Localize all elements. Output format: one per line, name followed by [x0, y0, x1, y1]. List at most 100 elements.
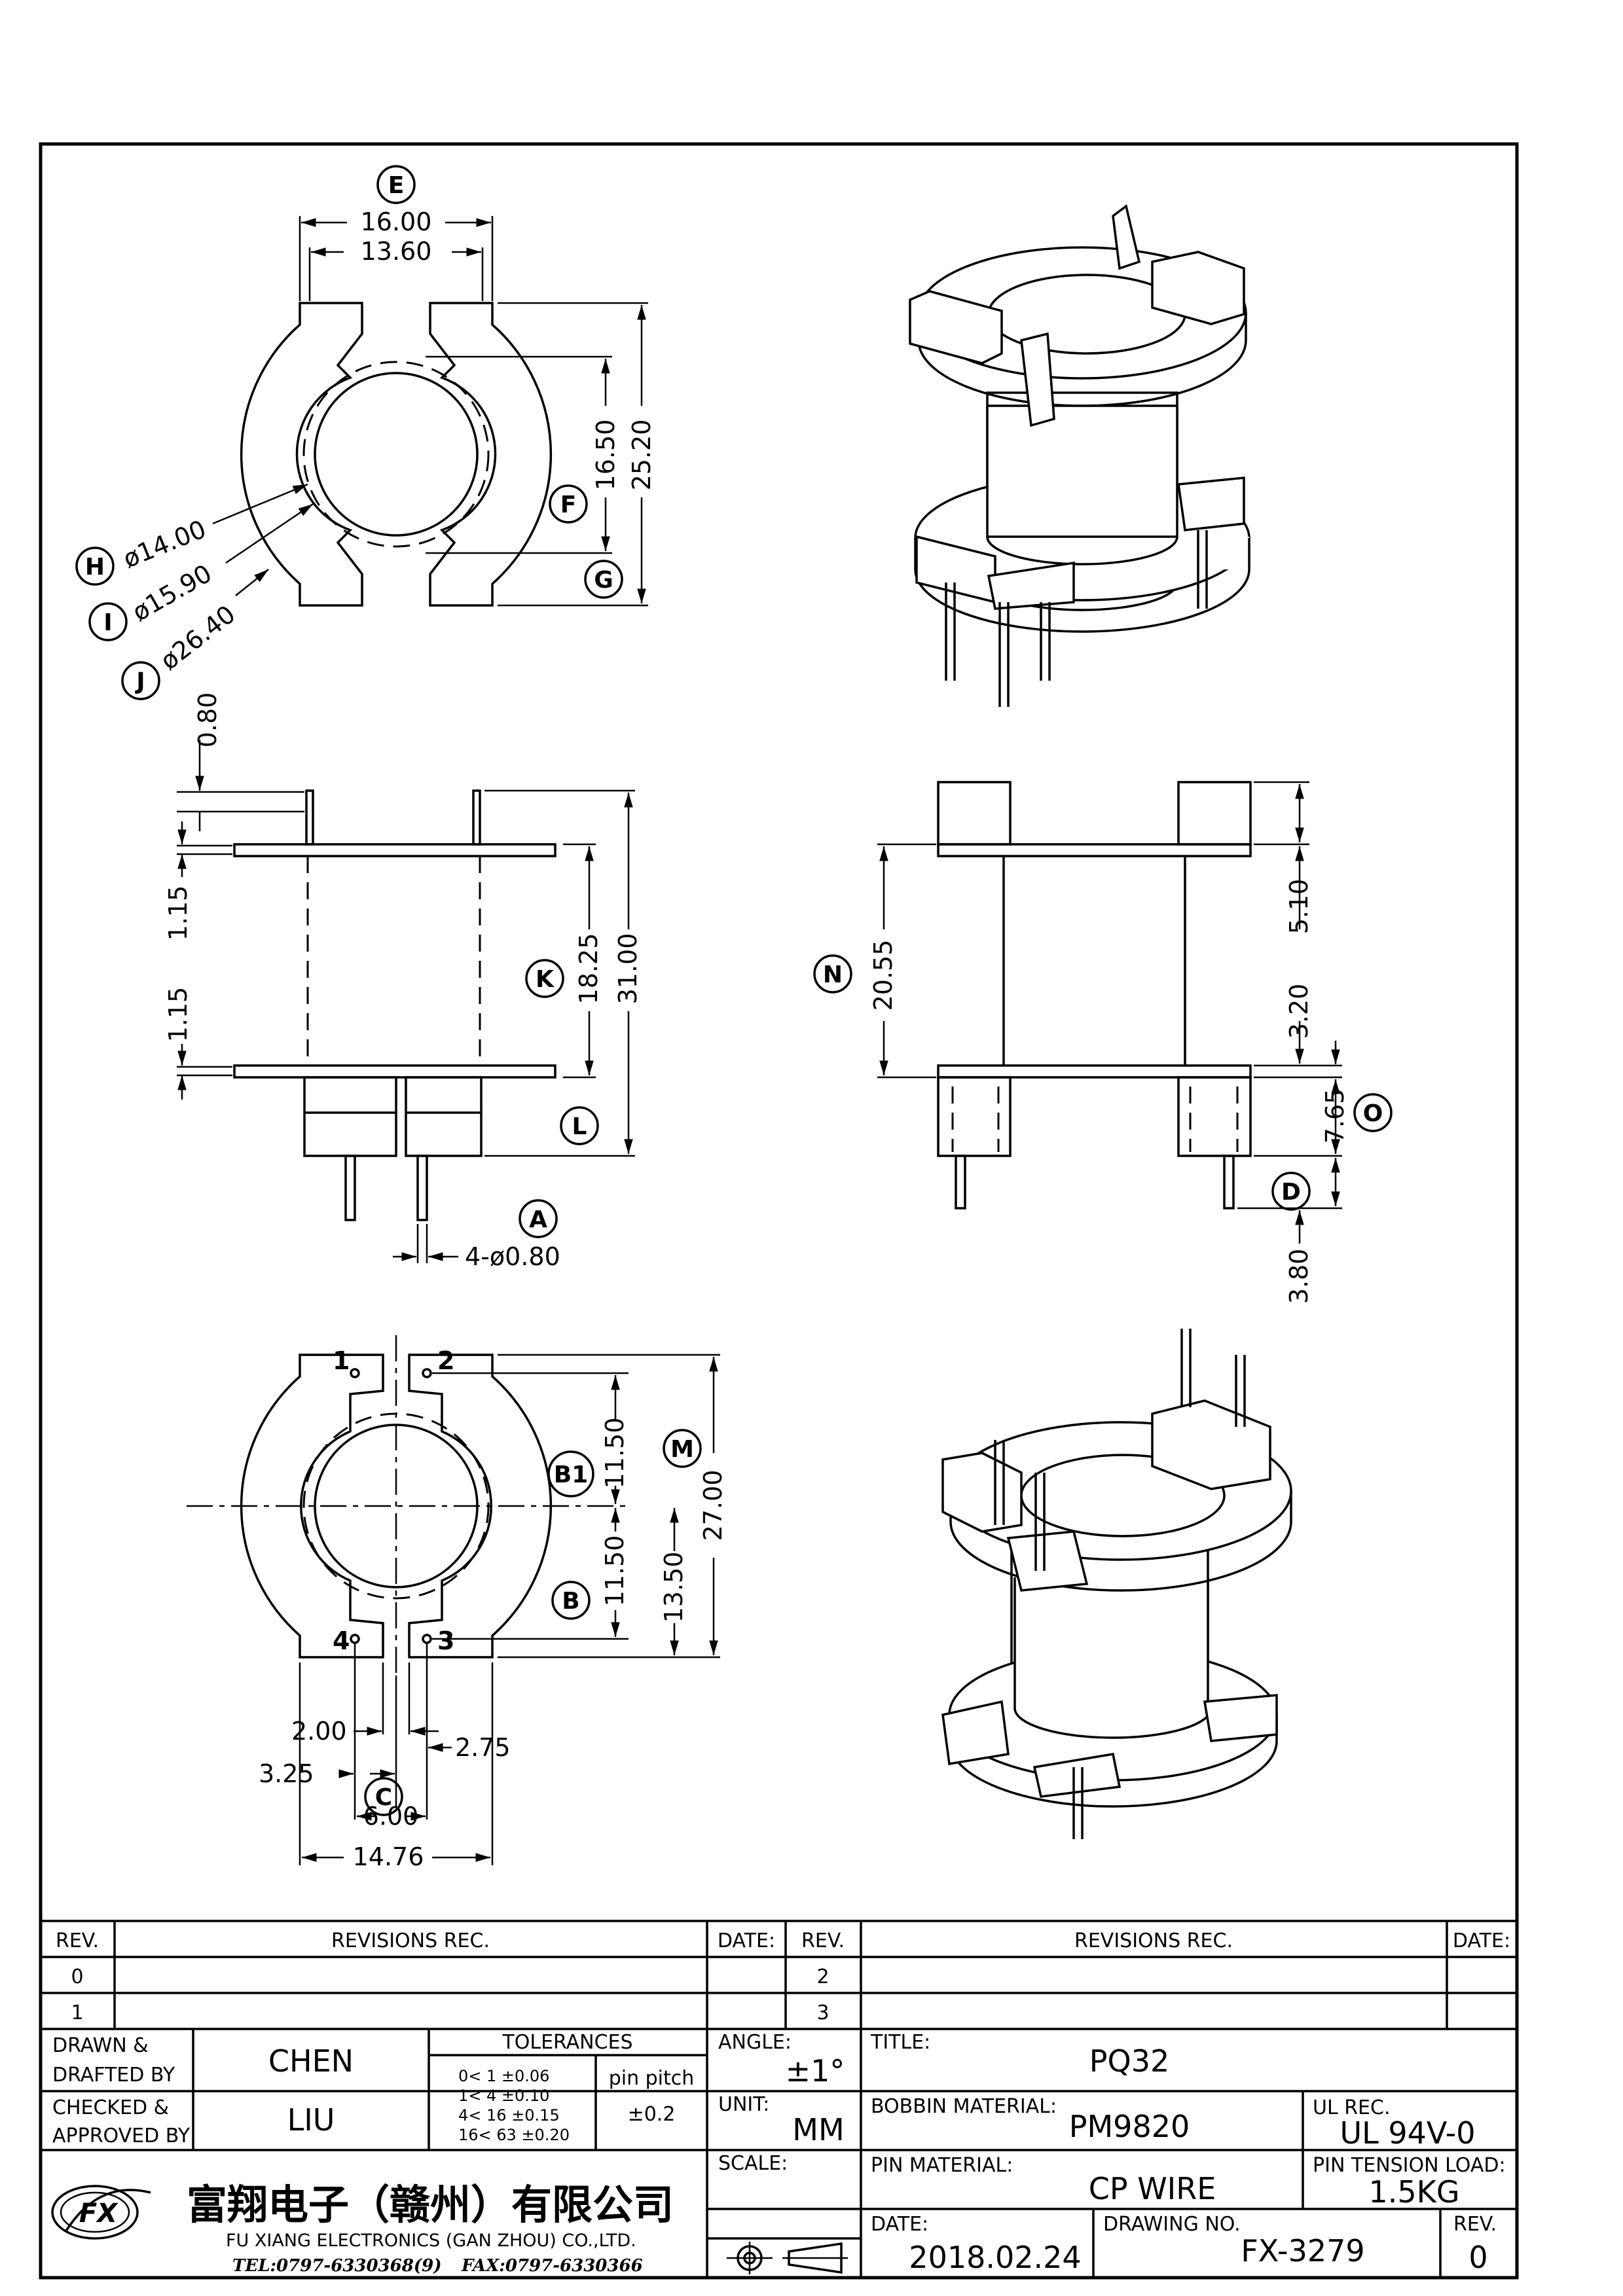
rev-header-right: REV. [801, 1929, 845, 1952]
dim-13-60: 13.60 [361, 237, 432, 266]
balloon-h: H [85, 554, 105, 581]
angle-value: ±1° [786, 2053, 845, 2089]
dim-pins: 4-ø0.80 [465, 1242, 560, 1271]
balloon-c: C [375, 1784, 392, 1811]
tolerance-row-1: 0< 1 ±0.06 [458, 2067, 549, 2085]
dim-25-20: 25.20 [627, 420, 656, 491]
side-view [813, 781, 1393, 1244]
tolerance-row-3: 4< 16 ±0.15 [458, 2106, 560, 2125]
pin-3-label: 3 [437, 1626, 454, 1655]
company-name-en: FU XIANG ELECTRONICS (GAN ZHOU) CO.,LTD. [226, 2231, 636, 2251]
angle-label: ANGLE: [718, 2031, 792, 2054]
pin-material-label: PIN MATERIAL: [871, 2154, 1013, 2177]
drawing-no-label: DRAWING NO. [1103, 2213, 1241, 2236]
top-view [75, 165, 648, 700]
company-logo-icon [51, 2185, 151, 2240]
balloon-k: K [536, 966, 555, 993]
dim-7-65: 7.65 [1321, 1088, 1349, 1144]
dim-20-55: 20.55 [869, 940, 898, 1011]
dim-2-00: 2.00 [291, 1717, 347, 1746]
balloon-j: J [134, 668, 145, 695]
dim-18-25: 18.25 [574, 933, 603, 1005]
dim-14-76: 14.76 [353, 1842, 424, 1871]
revisions-rec-header-left: REVISIONS REC. [331, 1929, 490, 1952]
balloon-b1: B1 [554, 1462, 589, 1488]
unit-value: MM [792, 2112, 844, 2147]
drawing-border [39, 142, 1519, 2280]
company-tel: TEL:0797-6330368(9) [232, 2256, 442, 2276]
rev-2: 2 [816, 1965, 829, 1988]
balloon-l: L [572, 1113, 587, 1140]
company-fax: FAX:0797-6330366 [461, 2256, 643, 2276]
rev-label: REV. [1453, 2213, 1497, 2236]
pin-pitch-label: pin pitch [609, 2067, 695, 2090]
dim-3-20: 3.20 [1285, 984, 1313, 1039]
dim-3-80: 3.80 [1285, 1249, 1313, 1304]
title-block-grid [41, 1920, 1517, 2278]
checked-label-2: APPROVED BY [52, 2125, 191, 2147]
balloon-a: A [529, 1206, 547, 1233]
balloon-m: M [670, 1436, 694, 1463]
dim-13-50: 13.50 [659, 1552, 688, 1623]
dim-11-50-top: 11.50 [600, 1418, 629, 1489]
dim-5-10: 5.10 [1285, 879, 1313, 935]
ul-rec-value: UL 94V-0 [1340, 2115, 1475, 2151]
front-view [177, 740, 635, 1263]
balloon-d: D [1281, 1179, 1301, 1206]
rev-header-left: REV. [56, 1929, 99, 1952]
unit-label: UNIT: [718, 2093, 769, 2116]
drawing-no-value: FX-3279 [1241, 2233, 1364, 2269]
bobbin-material-label: BOBBIN MATERIAL: [871, 2095, 1057, 2118]
date-value: 2018.02.24 [909, 2240, 1081, 2275]
balloon-n: N [823, 961, 843, 988]
approved-by-value: LIU [287, 2102, 335, 2138]
dim-16-50: 16.50 [591, 420, 620, 491]
bobbin-material-value: PM9820 [1069, 2109, 1190, 2144]
rev-3: 3 [816, 2001, 829, 2024]
dim-6-00: 6.00 [363, 1802, 419, 1831]
balloon-b: B [562, 1588, 579, 1615]
company-logo-text: FX [79, 2198, 119, 2229]
dim-31-00: 31.00 [613, 933, 642, 1005]
title-value: PQ32 [1089, 2043, 1169, 2079]
rev-value: 0 [1468, 2240, 1487, 2275]
pin-tension-label: PIN TENSION LOAD: [1313, 2154, 1506, 2177]
drawn-label-2: DRAFTED BY [52, 2064, 175, 2087]
pin-4-label: 4 [333, 1626, 350, 1655]
pin-2-label: 2 [437, 1346, 454, 1375]
rev-1: 1 [71, 2001, 83, 2024]
dim-3-25: 3.25 [259, 1759, 314, 1788]
isometric-view-bottom [941, 1329, 1292, 1839]
dim-11-50-bottom: 11.50 [600, 1535, 629, 1607]
tolerances-label: TOLERANCES [501, 2031, 632, 2054]
balloon-e: E [388, 172, 405, 199]
tolerance-row-2: 1< 4 ±0.10 [458, 2087, 549, 2105]
rev-0: 0 [71, 1965, 83, 1988]
pin-pitch-value: ±0.2 [628, 2103, 676, 2126]
pin-1-label: 1 [333, 1346, 350, 1375]
drawn-label-1: DRAWN & [52, 2034, 149, 2057]
balloon-f: F [560, 492, 577, 518]
revisions-rec-header-right: REVISIONS REC. [1074, 1929, 1233, 1952]
checked-label-1: CHECKED & [52, 2096, 169, 2119]
date-header-right: DATE: [1453, 1929, 1510, 1952]
title-label: TITLE: [870, 2031, 930, 2054]
bottom-view [187, 1335, 720, 1865]
dim-1-15-bottom: 1.15 [164, 987, 192, 1043]
date-label: DATE: [871, 2213, 928, 2236]
balloon-o: O [1363, 1100, 1383, 1127]
dim-16-00: 16.00 [361, 207, 432, 236]
tolerance-row-4: 16< 63 ±0.20 [458, 2126, 570, 2144]
ul-rec-label: UL REC. [1313, 2096, 1391, 2119]
scale-label: SCALE: [718, 2152, 788, 2175]
pin-tension-value: 1.5KG [1369, 2174, 1460, 2210]
drawn-by-value: CHEN [268, 2043, 354, 2079]
date-header-left: DATE: [718, 1929, 775, 1952]
dim-0-80: 0.80 [193, 692, 222, 748]
company-name-cn: 富翔电子（赣州）有限公司 [187, 2181, 674, 2229]
balloon-g: G [594, 567, 613, 594]
dim-1-15-top: 1.15 [164, 886, 192, 941]
balloon-i: I [103, 609, 112, 636]
dim-2-75: 2.75 [455, 1733, 511, 1762]
